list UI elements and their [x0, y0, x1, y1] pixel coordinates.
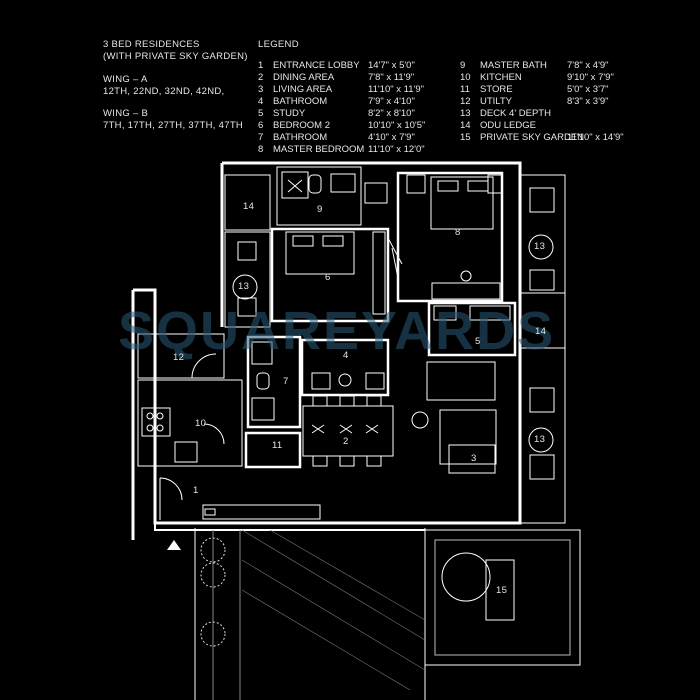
legend-size: 14'7" x 5'0"	[368, 60, 415, 71]
kitchen-walls	[137, 379, 243, 467]
legend-size: 7'9" x 4'10"	[368, 96, 415, 107]
living-sofa-set	[439, 409, 497, 465]
legend-name: DINING AREA	[273, 72, 335, 83]
legend-size: 10'10" x 10'5"	[368, 120, 426, 131]
room-label-1: 1	[193, 485, 199, 496]
legend-num: 7	[258, 132, 264, 143]
room-label-2: 2	[343, 436, 349, 447]
legend-size: 7'8" x 4'9"	[567, 60, 609, 71]
bathroom-7-walls	[246, 335, 302, 429]
legend-name: BATHROOM	[273, 96, 328, 107]
legend-name: STUDY	[273, 108, 306, 119]
legend-size: 11'10" x 14'9"	[567, 132, 624, 143]
legend-name: BATHROOM	[273, 132, 328, 143]
legend-size: 8'3" x 3'9"	[567, 96, 609, 107]
legend-size: 8'2" x 8'10"	[368, 108, 415, 119]
legend-size: 9'10" x 7'9"	[567, 72, 614, 83]
room-label-11: 11	[272, 440, 283, 451]
room-label-10: 10	[195, 418, 207, 429]
legend-num: 6	[258, 120, 264, 131]
legend-num: 8	[258, 144, 264, 155]
room-label-6: 6	[325, 272, 331, 283]
entrance-arrow	[167, 540, 181, 550]
legend-num: 5	[258, 108, 264, 119]
watermark-text: SQUAREYARDS	[118, 301, 556, 361]
legend-name: DECK 4' DEPTH	[480, 108, 551, 119]
legend-name: MASTER BATH	[480, 60, 547, 71]
legend-name: BEDROOM 2	[273, 120, 331, 131]
wing-b-title: WING – B	[103, 108, 149, 119]
legend-num: 1	[258, 60, 264, 71]
study-walls	[427, 301, 517, 357]
bathroom-4-walls	[300, 338, 390, 397]
plan-title-line1: 3 BED RESIDENCES	[103, 39, 200, 50]
coffee-table	[448, 444, 496, 474]
legend-name: MASTER BEDROOM	[273, 144, 365, 155]
legend-name: ENTRANCE LOBBY	[273, 60, 360, 71]
plan-title-line2: (WITH PRIVATE SKY GARDEN)	[103, 51, 248, 62]
wing-a-title: WING – A	[103, 74, 148, 85]
bed-master	[430, 176, 494, 230]
private-sky-garden	[424, 529, 581, 666]
odu-ledge-14-left	[224, 174, 271, 231]
round-table-deck-left	[232, 274, 258, 300]
round-table-deck-right-2	[528, 427, 554, 453]
room-label-9: 9	[317, 204, 323, 215]
legend-num: 14	[460, 120, 471, 131]
legend-name: KITCHEN	[480, 72, 522, 83]
room-label-12: 12	[173, 352, 185, 363]
room-label-15: 15	[496, 585, 508, 596]
room-label-8: 8	[455, 227, 461, 238]
room-label-4: 4	[343, 350, 349, 361]
legend-name: PRIVATE SKY GARDEN	[480, 132, 584, 143]
legend-num: 12	[460, 96, 471, 107]
dining-table	[302, 405, 394, 457]
legend-size: 11'10" x 12'0"	[368, 144, 425, 155]
utility-walls	[137, 333, 225, 379]
legend-num: 3	[258, 84, 264, 95]
sofa-living	[426, 361, 496, 401]
legend-num: 15	[460, 132, 471, 143]
legend-name: STORE	[480, 84, 513, 95]
deck-13-left	[224, 231, 271, 328]
room-label-13b: 13	[534, 241, 546, 252]
legend-num: 4	[258, 96, 264, 107]
legend-size: 11'10" x 11'9"	[368, 84, 424, 95]
legend-name: UTILTY	[480, 96, 513, 107]
legend-num: 9	[460, 60, 466, 71]
room-label-13a: 13	[238, 281, 250, 292]
legend-name: ODU LEDGE	[480, 120, 536, 131]
deck-13-right-top	[519, 174, 566, 294]
legend-num: 13	[460, 108, 471, 119]
wing-b-floors: 7TH, 17TH, 27TH, 37TH, 47TH	[103, 120, 244, 131]
legend-num: 11	[460, 84, 470, 95]
room-label-13c: 13	[534, 434, 546, 445]
legend-size: 5'0" x 3'7"	[567, 84, 609, 95]
round-table-deck-right-1	[528, 234, 554, 260]
wing-a-floors: 12TH, 22ND, 32ND, 42ND,	[103, 86, 225, 97]
room-label-14b: 14	[535, 326, 547, 337]
room-label-3: 3	[471, 453, 477, 464]
room-label-14a: 14	[243, 201, 255, 212]
room-label-5: 5	[475, 336, 481, 347]
bed-bedroom-2	[285, 231, 355, 275]
garden-round-table	[441, 552, 491, 602]
deck-13-right-bottom	[519, 347, 566, 524]
store-walls	[244, 431, 302, 469]
legend-size: 7'8" x 11'9"	[368, 72, 415, 83]
master-bedroom-walls	[396, 171, 504, 303]
garden-dining-table	[485, 559, 515, 621]
legend-num: 2	[258, 72, 264, 83]
legend-size: 4'10" x 7'9"	[368, 132, 415, 143]
bedroom-2-walls	[270, 227, 390, 323]
legend-num: 10	[460, 72, 471, 83]
legend-name: LIVING AREA	[273, 84, 333, 95]
room-label-7: 7	[283, 376, 289, 387]
legend-title: LEGEND	[258, 39, 299, 50]
master-bath-walls	[276, 166, 362, 226]
